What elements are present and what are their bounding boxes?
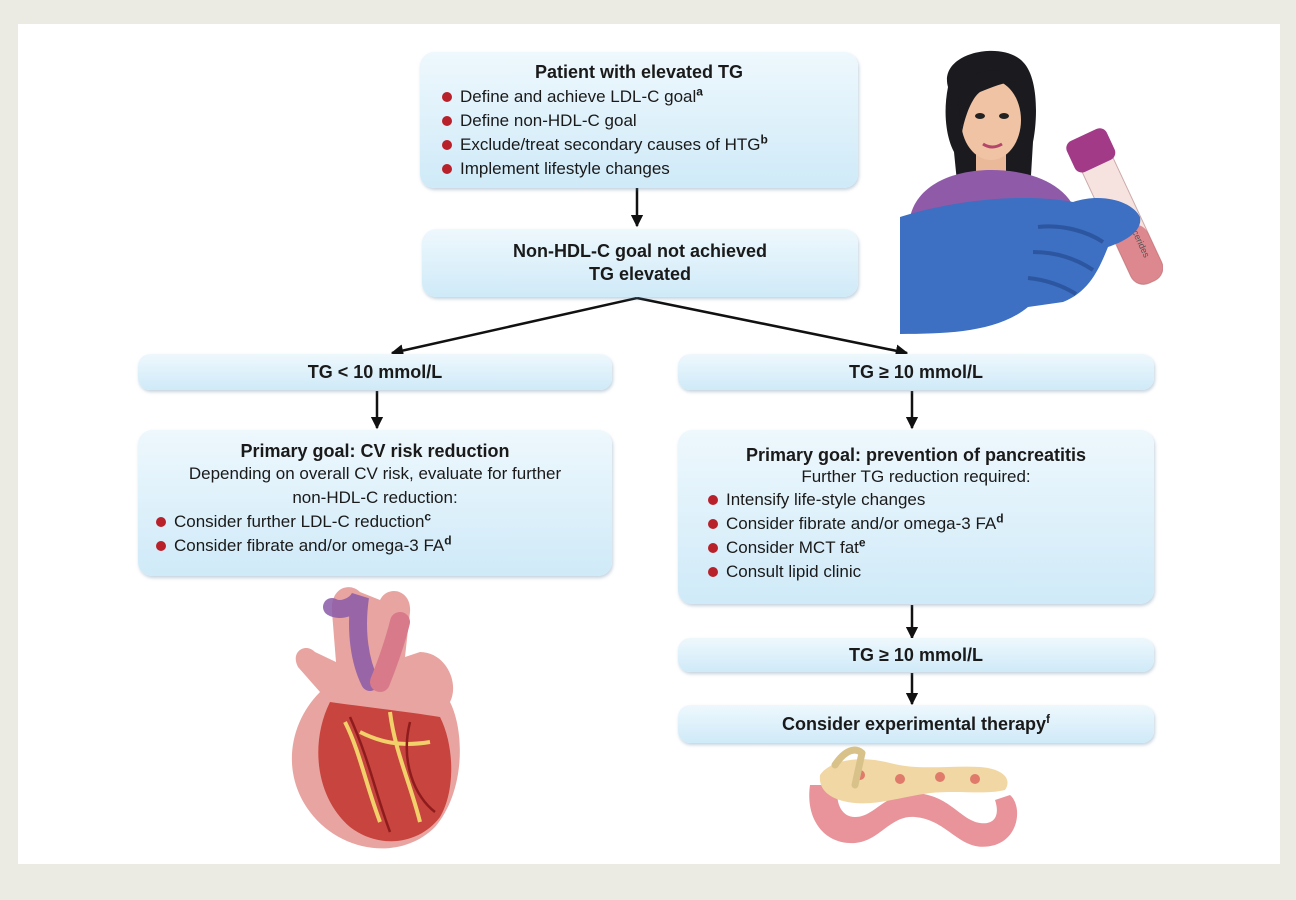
cv-goal-desc-1: Depending on overall CV risk, evaluate f…: [188, 464, 562, 483]
list-item: Intensify life-style changes: [704, 488, 1140, 512]
cv-goal-desc-2: non-HDL-C reduction:: [292, 488, 458, 507]
cv-goal-list: Consider further LDL-C reductionc Consid…: [152, 510, 598, 558]
pancreatitis-goal-list: Intensify life-style changes Consider fi…: [704, 488, 1140, 584]
second-box-line1: Non-HDL-C goal not achieved: [512, 241, 767, 261]
patient-elevated-tg-box: Patient with elevated TG Define and achi…: [420, 52, 858, 188]
pancreatitis-prevention-box: Primary goal: prevention of pancreatitis…: [678, 430, 1154, 604]
experimental-therapy-box: Consider experimental therapyf: [678, 705, 1154, 743]
patient-box-title: Patient with elevated TG: [534, 62, 744, 82]
patient-box-list: Define and achieve LDL-C goala Define no…: [434, 85, 844, 181]
pancreatitis-goal-title: Primary goal: prevention of pancreatitis: [745, 445, 1087, 465]
tg-above-10-label: TG ≥ 10 mmol/L: [678, 354, 1154, 390]
tg-still-above-10-label: TG ≥ 10 mmol/L: [678, 638, 1154, 672]
list-item: Exclude/treat secondary causes of HTGb: [438, 133, 844, 157]
cv-risk-reduction-box: Primary goal: CV risk reduction Dependin…: [138, 430, 612, 576]
list-item: Consider MCT fate: [704, 536, 1140, 560]
list-item: Implement lifestyle changes: [438, 157, 844, 181]
list-item: Consider further LDL-C reductionc: [152, 510, 598, 534]
arrow-to-left-branch: [390, 296, 638, 357]
heart-illustration: [291, 587, 460, 849]
pancreas-illustration: [809, 746, 1018, 847]
list-item: Define and achieve LDL-C goala: [438, 85, 844, 109]
patient-blood-test-illustration: Triglycerides: [900, 50, 1163, 334]
cv-goal-title: Primary goal: CV risk reduction: [240, 441, 510, 461]
pancreatitis-goal-desc: Further TG reduction required:: [801, 467, 1031, 486]
list-item: Consider fibrate and/or omega-3 FAd: [704, 512, 1140, 536]
arrow-to-right-branch: [636, 296, 909, 357]
list-item: Consider fibrate and/or omega-3 FAd: [152, 534, 598, 558]
list-item: Define non-HDL-C goal: [438, 109, 844, 133]
non-hdl-not-achieved-box: Non-HDL-C goal not achieved TG elevated: [422, 229, 858, 297]
list-item: Consult lipid clinic: [704, 560, 1140, 584]
tg-below-10-label: TG < 10 mmol/L: [138, 354, 612, 390]
second-box-line2: TG elevated: [588, 264, 692, 284]
